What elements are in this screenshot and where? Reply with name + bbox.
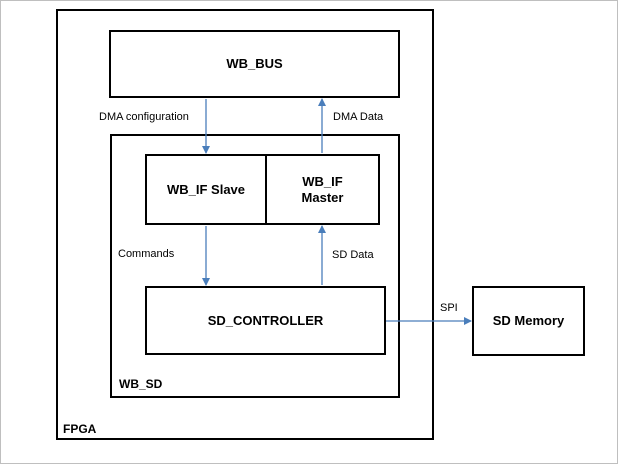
wb-sd-label: WB_SD bbox=[119, 377, 163, 391]
spi-label: SPI bbox=[440, 302, 458, 314]
sd-controller-block: SD_CONTROLLER bbox=[145, 286, 386, 355]
wb-if-slave-label: WB_IF Slave bbox=[166, 181, 246, 197]
sd-data-label: SD Data bbox=[332, 249, 374, 261]
wb-if-master-label-line1: WB_IF bbox=[302, 173, 343, 189]
wb-if-master-block: WB_IF Master bbox=[265, 154, 380, 225]
commands-label: Commands bbox=[118, 248, 175, 260]
dma-data-label: DMA Data bbox=[333, 111, 384, 123]
sd-memory-block: SD Memory bbox=[472, 286, 585, 356]
wb-bus-label: WB_BUS bbox=[226, 56, 283, 71]
fpga-label: FPGA bbox=[63, 422, 97, 436]
wb-bus-block: WB_BUS bbox=[109, 30, 400, 98]
wb-if-master-label-line2: Master bbox=[301, 189, 344, 205]
sd-controller-label: SD_CONTROLLER bbox=[207, 312, 324, 328]
sd-memory-label: SD Memory bbox=[492, 313, 565, 328]
dma-configuration-label: DMA configuration bbox=[99, 111, 189, 123]
